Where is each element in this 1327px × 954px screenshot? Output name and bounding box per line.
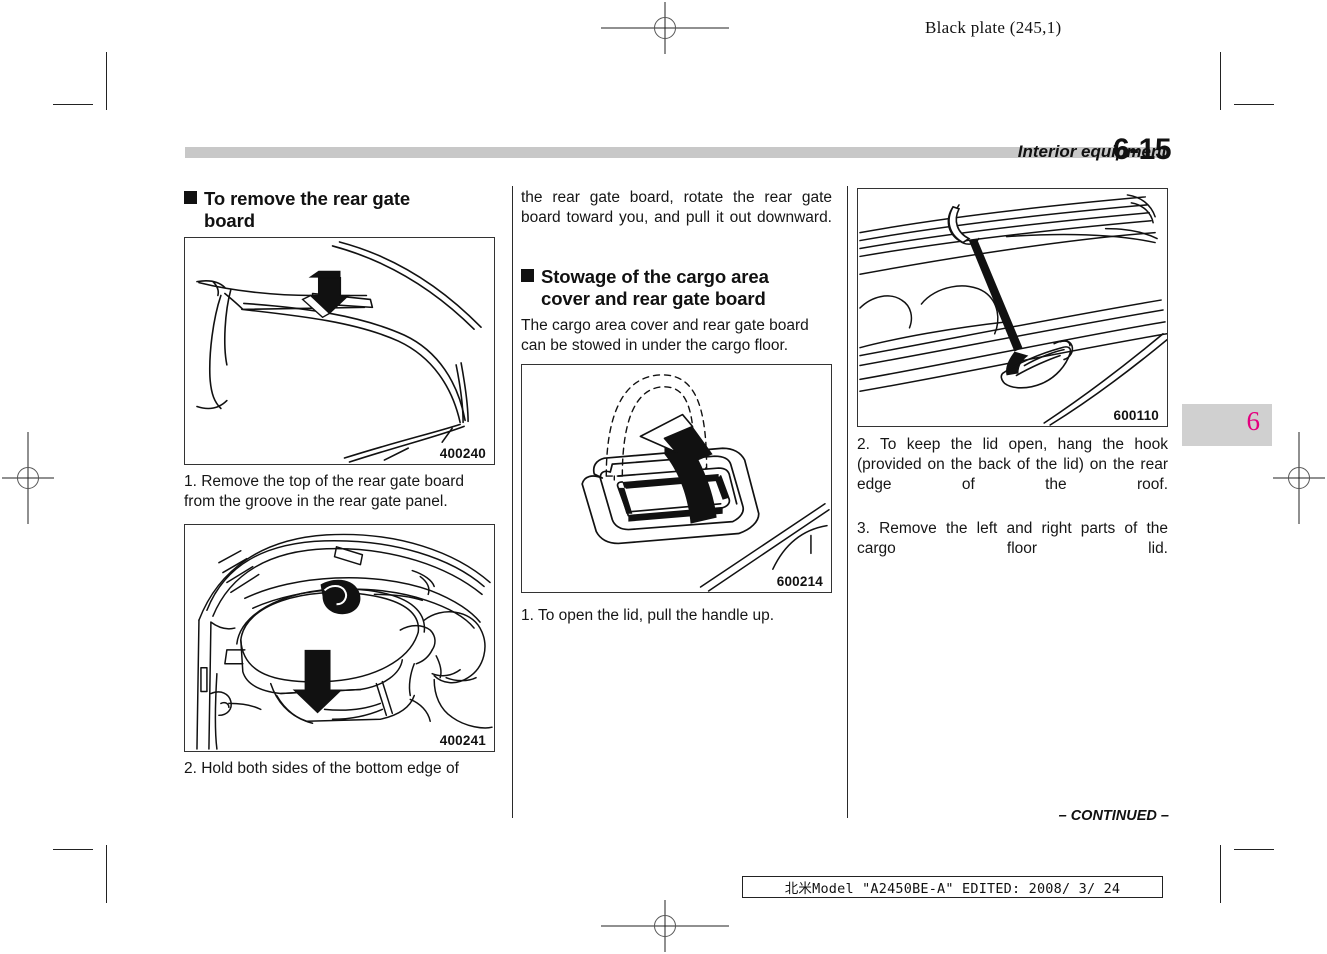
column-right: 600110 2. To keep the lid open, hang the… [857,188,1168,582]
continued-label: – CONTINUED – [1058,808,1169,824]
chapter-thumb-tab-number: 6 [1246,406,1261,436]
column-divider-1 [512,186,513,818]
step-2-right: 2. To keep the lid open, hang the hook (… [857,436,1168,494]
crop-mark-top-left-vertical [106,52,107,110]
figure-400241: 400241 [184,523,495,752]
chapter-thumb-tab: 6 [1182,404,1272,446]
crop-mark-bottom-right-horizontal [1234,849,1274,850]
column-divider-2 [847,186,848,818]
crop-mark-bottom-left-horizontal [53,849,93,850]
paragraph-stowage-intro: The cargo area cover and rear gate board… [521,316,809,354]
figure-400240: 400240 [184,237,495,466]
figure-number: 400241 [438,732,487,748]
step-2-left: 2. Hold both sides of the bottom edge of [184,759,459,777]
figure-number: 400240 [438,446,487,462]
running-head-title: Interior equipment [1017,142,1167,161]
heading-line-1: Stowage of the cargo area [541,266,769,288]
step-1-left: 1. Remove the top of the rear gate board… [184,473,465,511]
heading-line-2: board [204,209,255,231]
crop-mark-bottom-right-vertical [1220,845,1221,903]
figure-number: 600214 [775,573,824,589]
column-middle: the rear gate board, rotate the rear gat… [521,188,832,629]
heading-line-1: To remove the rear gate [204,188,411,209]
heading-line-2: cover and rear gate board [541,288,766,310]
curved-up-arrow-glyph [639,413,717,524]
crop-mark-bottom-left-vertical [106,845,107,903]
crop-mark-top-right-horizontal [1234,104,1274,105]
down-arrow-glyph [292,649,343,713]
square-bullet-icon [184,191,197,204]
step-1-middle: 1. To open the lid, pull the handle up. [521,606,775,624]
column-left: To remove the rear gate board [184,188,495,782]
crop-mark-top-left-horizontal [53,104,93,105]
registration-mark-bottom [601,900,729,952]
paragraph-continuation: the rear gate board, rotate the rear gat… [521,189,832,227]
header-band [185,147,1169,158]
black-plate-label: Black plate (245,1) [925,18,1062,37]
footer-edition-slug: 北米Model "A2450BE-A" EDITED: 2008/ 3/ 24 [742,876,1163,898]
registration-mark-right [1273,432,1325,524]
step-3-right: 3. Remove the left and right parts of th… [857,519,1168,557]
down-arrow-glyph [301,270,350,319]
footer-edition-text: 北米Model "A2450BE-A" EDITED: 2008/ 3/ 24 [784,881,1121,897]
section-heading-stowage-cargo-area: Stowage of the cargo area cover and rear… [521,266,832,309]
crop-mark-top-right-vertical [1220,52,1221,110]
registration-mark-left [2,432,54,524]
section-heading-remove-rear-gate-board: To remove the rear gate board [184,188,495,231]
figure-600214: 600214 [521,363,832,593]
figure-number: 600110 [1112,408,1160,423]
figure-600110: 600110 [857,188,1168,427]
page-number: 6-15 [1112,133,1172,166]
square-bullet-icon [521,269,534,283]
registration-mark-top [601,2,729,54]
